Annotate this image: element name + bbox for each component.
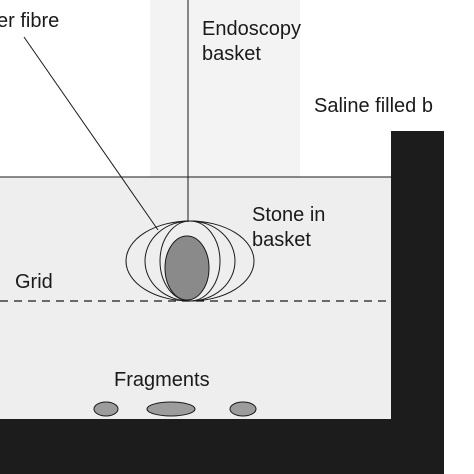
fragment bbox=[229, 401, 257, 417]
stone bbox=[164, 235, 210, 301]
bath-label: Saline filled b bbox=[314, 95, 433, 117]
grid-label: Grid bbox=[15, 271, 53, 293]
top-texture bbox=[150, 0, 300, 190]
tank-floor bbox=[0, 419, 444, 474]
stone-label-line1: Stone in bbox=[252, 204, 325, 226]
fibre-leader-line bbox=[23, 36, 159, 231]
stone-label-line2: basket bbox=[252, 229, 311, 251]
fragment bbox=[146, 401, 196, 417]
tank-right-wall bbox=[391, 131, 444, 474]
basket-loop-inner bbox=[159, 220, 221, 302]
basket-label-line2: basket bbox=[202, 43, 261, 65]
fragment bbox=[93, 401, 119, 417]
fibre-label: er fibre bbox=[0, 10, 59, 32]
basket-label-line1: Endoscopy bbox=[202, 18, 301, 40]
fragments-label: Fragments bbox=[114, 369, 210, 391]
